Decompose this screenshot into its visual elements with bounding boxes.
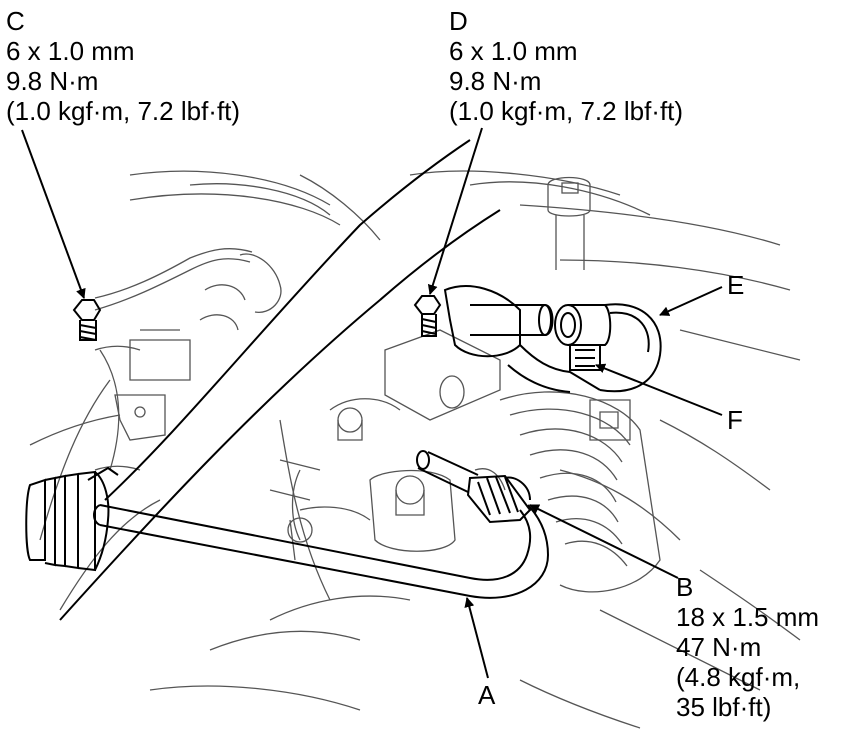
mount-boot	[25, 466, 119, 572]
leader-lines	[21, 127, 723, 679]
callout-d-torque: 9.8 N·m	[449, 66, 542, 96]
leader-e	[659, 286, 723, 316]
leader-f	[595, 363, 723, 416]
callout-b-size: 18 x 1.5 mm	[676, 602, 820, 632]
callout-c-alt: (1.0 kgf·m, 7.2 lbf·ft)	[6, 96, 241, 126]
hose-e	[507, 303, 662, 393]
callout-c-size: 6 x 1.0 mm	[6, 36, 135, 66]
callout-b-torque: 47 N·m	[676, 632, 762, 662]
callout-d-letter: D	[449, 6, 468, 36]
callout-b: B 18 x 1.5 mm 47 N·m (4.8 kgf·m, 35 lbf·…	[676, 572, 819, 722]
engine-background	[29, 170, 801, 729]
callout-c-letter: C	[6, 6, 25, 36]
callout-b-letter: B	[676, 572, 694, 602]
bolt-c	[72, 299, 102, 341]
callout-b-alt1: (4.8 kgf·m,	[676, 662, 801, 692]
callout-e: E	[727, 270, 744, 300]
pipe-a	[93, 504, 550, 599]
callout-f-letter: F	[727, 405, 743, 435]
leader-d	[427, 127, 483, 295]
callout-d: D 6 x 1.0 mm 9.8 N·m (1.0 kgf·m, 7.2 lbf…	[449, 6, 683, 126]
callout-c: C 6 x 1.0 mm 9.8 N·m (1.0 kgf·m, 7.2 lbf…	[6, 6, 240, 126]
callout-c-torque: 9.8 N·m	[6, 66, 99, 96]
callout-a-letter: A	[478, 680, 496, 710]
leader-a	[464, 597, 489, 679]
callout-a: A	[478, 680, 495, 710]
leader-b	[529, 504, 679, 579]
callout-b-alt2: 35 lbf·ft)	[676, 692, 772, 722]
callout-f: F	[727, 405, 743, 435]
crossmember	[59, 139, 501, 621]
callout-e-letter: E	[727, 270, 745, 300]
bolt-d-bracket	[413, 285, 554, 358]
callout-d-alt: (1.0 kgf·m, 7.2 lbf·ft)	[449, 96, 684, 126]
leader-c	[21, 129, 86, 299]
callout-d-size: 6 x 1.0 mm	[449, 36, 578, 66]
flare-nut	[416, 450, 532, 524]
